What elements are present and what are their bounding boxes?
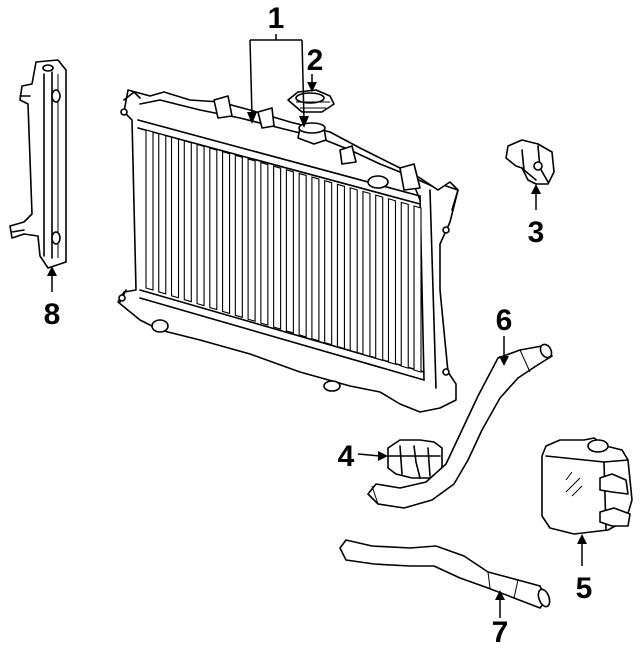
part-4-cushion bbox=[387, 439, 443, 479]
core-tube bbox=[375, 194, 384, 362]
callout-6: 6 bbox=[496, 304, 513, 337]
part-5-reservoir-tank bbox=[541, 437, 633, 535]
core-tube bbox=[158, 132, 167, 295]
callout-1: 1 bbox=[268, 2, 285, 35]
core-tube bbox=[311, 176, 320, 342]
core-tube bbox=[183, 140, 192, 303]
core-tube bbox=[387, 198, 397, 365]
callout-8: 8 bbox=[44, 298, 61, 331]
core-tube bbox=[298, 172, 307, 338]
core-tube bbox=[247, 158, 256, 322]
leader-lines bbox=[47, 34, 587, 618]
callout-3: 3 bbox=[528, 216, 545, 249]
callout-5: 5 bbox=[576, 572, 593, 605]
core-tube bbox=[336, 183, 345, 350]
core-tube bbox=[413, 205, 422, 373]
core-tube bbox=[145, 129, 154, 291]
core-tube bbox=[400, 201, 409, 369]
part-3-mount-bracket bbox=[505, 139, 555, 185]
radiator-core-tubes bbox=[145, 129, 422, 373]
part-8-side-panel bbox=[9, 59, 67, 269]
core-tube bbox=[170, 136, 180, 299]
core-tube bbox=[324, 179, 333, 346]
core-tube bbox=[260, 161, 269, 326]
callout-7: 7 bbox=[492, 616, 509, 649]
core-tube bbox=[362, 190, 371, 358]
core-tube bbox=[234, 154, 243, 319]
part-1-radiator bbox=[117, 89, 459, 413]
core-tube bbox=[285, 169, 294, 334]
part-2-radiator-cap bbox=[287, 89, 335, 113]
callout-2: 2 bbox=[307, 44, 324, 77]
core-tube bbox=[209, 147, 218, 311]
core-tube bbox=[222, 150, 231, 315]
callout-4: 4 bbox=[338, 440, 355, 473]
core-tube bbox=[349, 187, 358, 354]
core-tube bbox=[196, 143, 205, 307]
part-6-upper-hose bbox=[367, 343, 553, 509]
callout-labels: 1 2 3 4 5 6 7 8 bbox=[44, 2, 593, 649]
core-tube bbox=[273, 165, 282, 330]
part-7-lower-hose bbox=[339, 539, 551, 609]
